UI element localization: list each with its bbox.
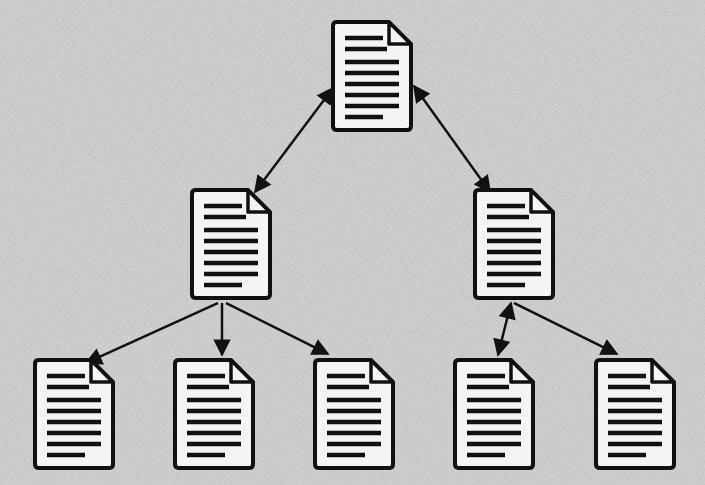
nodes-layer: [33, 20, 676, 470]
edge-arrow-root-to-left-parent: [253, 86, 335, 194]
document-icon: [313, 358, 395, 470]
folded-corner: [246, 190, 270, 214]
edge-arrow-left-parent-to-leaf-1: [84, 301, 219, 365]
edge-arrow-right-parent-to-leaf-5: [513, 301, 619, 356]
edge-arrow-right-parent-to-leaf-4: [493, 301, 516, 357]
folded-corner: [89, 360, 113, 384]
document-icon: [473, 188, 555, 300]
document-icon: [173, 358, 255, 470]
document-icon: [331, 20, 413, 132]
edge-arrow-root-to-right-parent: [412, 84, 492, 194]
folded-corner: [650, 360, 674, 384]
document-icon: [190, 188, 272, 300]
folded-corner: [529, 190, 553, 214]
document-icon: [453, 358, 535, 470]
edge-arrow-left-parent-to-leaf-3: [225, 301, 330, 356]
folded-corner: [387, 22, 411, 46]
document-icon: [33, 358, 115, 470]
document-icon: [594, 358, 676, 470]
edges-layer: [84, 84, 619, 365]
folded-corner: [369, 360, 393, 384]
folded-corner: [229, 360, 253, 384]
folded-corner: [509, 360, 533, 384]
